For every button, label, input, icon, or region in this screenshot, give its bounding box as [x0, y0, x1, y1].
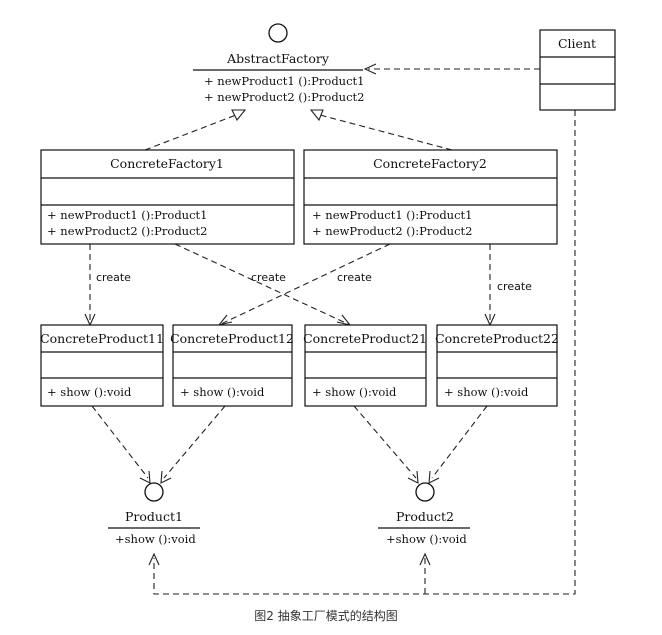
client-to-product2-arrowhead [419, 552, 431, 566]
concrete-product-12-name: ConcreteProduct12 [170, 331, 294, 346]
concrete-product-22-class: ConcreteProduct22 + show ():void [435, 324, 559, 407]
concrete-factory-1-method: + newProduct1 ():Product1 [47, 208, 207, 222]
figure-caption: 图2 抽象工厂模式的结构图 [254, 608, 397, 623]
client-box [539, 29, 616, 111]
interface-lollipop-icon [144, 482, 164, 502]
concrete-product-11-class: ConcreteProduct11 + show ():void [40, 324, 164, 407]
create-label: create [337, 271, 372, 284]
concrete-product-12-box [172, 324, 293, 407]
concrete-product-11-name: ConcreteProduct11 [40, 331, 164, 346]
abstract-factory-method: + newProduct1 ():Product1 [204, 74, 364, 88]
concrete-factory-2-name: ConcreteFactory2 [373, 156, 487, 171]
concrete-factory-2-box [303, 149, 558, 245]
factory2-realization-line [319, 114, 453, 151]
p21-to-product2-line [353, 405, 417, 479]
create-f2-p12-arrowhead [217, 314, 233, 326]
concrete-product-11-method: + show ():void [47, 385, 132, 399]
concrete-product-22-box [436, 324, 558, 407]
concrete-product-21-name: ConcreteProduct21 [303, 331, 427, 346]
p22-to-product2-arrowhead [428, 470, 440, 484]
concrete-product-12-method: + show ():void [180, 385, 265, 399]
create-f2-p12-line [220, 243, 391, 325]
abstract-factory-method: + newProduct2 ():Product2 [204, 90, 364, 104]
concrete-factory-1-method: + newProduct2 ():Product2 [47, 224, 207, 238]
factory1-realization-triangle [231, 109, 247, 122]
factory1-realization-line [144, 114, 237, 151]
create-label: create [96, 271, 131, 284]
concrete-product-22-method: + show ():void [444, 385, 529, 399]
product1-method: +show ():void [115, 532, 196, 546]
client-class: Client [539, 29, 616, 111]
create-label: create [251, 271, 286, 284]
p11-to-product1-arrowhead [139, 470, 151, 484]
concrete-product-21-box [304, 324, 427, 407]
product2-name: Product2 [396, 509, 454, 524]
concrete-factory-1-box [40, 149, 295, 245]
p12-to-product1-line [163, 405, 226, 479]
interface-lollipop-icon [268, 23, 288, 43]
abstract-factory-interface: AbstractFactory + newProduct1 ():Product… [193, 23, 364, 104]
product1-name: Product1 [125, 509, 183, 524]
create-f1-p21-line [174, 243, 349, 325]
create-label: create [497, 280, 532, 293]
p11-to-product1-line [91, 405, 149, 479]
factory2-realization-triangle [309, 109, 324, 122]
product1-interface: Product1 +show ():void [108, 482, 200, 546]
product2-method: +show ():void [386, 532, 467, 546]
concrete-factory-1-name: ConcreteFactory1 [110, 156, 224, 171]
p22-to-product2-line [431, 405, 488, 479]
concrete-factory-2-method: + newProduct2 ():Product2 [312, 224, 472, 238]
p21-to-product2-arrowhead [407, 470, 419, 484]
concrete-product-22-name: ConcreteProduct22 [435, 331, 559, 346]
interface-lollipop-icon [415, 482, 435, 502]
concrete-product-11-box [40, 324, 164, 407]
client-to-product1-arrowhead [148, 552, 160, 566]
concrete-factory-2-method: + newProduct1 ():Product1 [312, 208, 472, 222]
concrete-product-21-class: ConcreteProduct21 + show ():void [303, 324, 427, 407]
abstract-factory-name: AbstractFactory [226, 51, 330, 66]
client-to-products-line [153, 110, 576, 595]
concrete-factory-2-class: ConcreteFactory2 + newProduct1 ():Produc… [303, 149, 558, 245]
client-name: Client [558, 36, 596, 51]
concrete-product-12-class: ConcreteProduct12 + show ():void [170, 324, 294, 407]
concrete-factory-1-class: ConcreteFactory1 + newProduct1 ():Produc… [40, 149, 295, 245]
p12-to-product1-arrowhead [160, 470, 172, 484]
client-to-abstractfactory-arrowhead [363, 63, 377, 75]
product2-interface: Product2 +show ():void [378, 482, 470, 546]
concrete-product-21-method: + show ():void [312, 385, 397, 399]
